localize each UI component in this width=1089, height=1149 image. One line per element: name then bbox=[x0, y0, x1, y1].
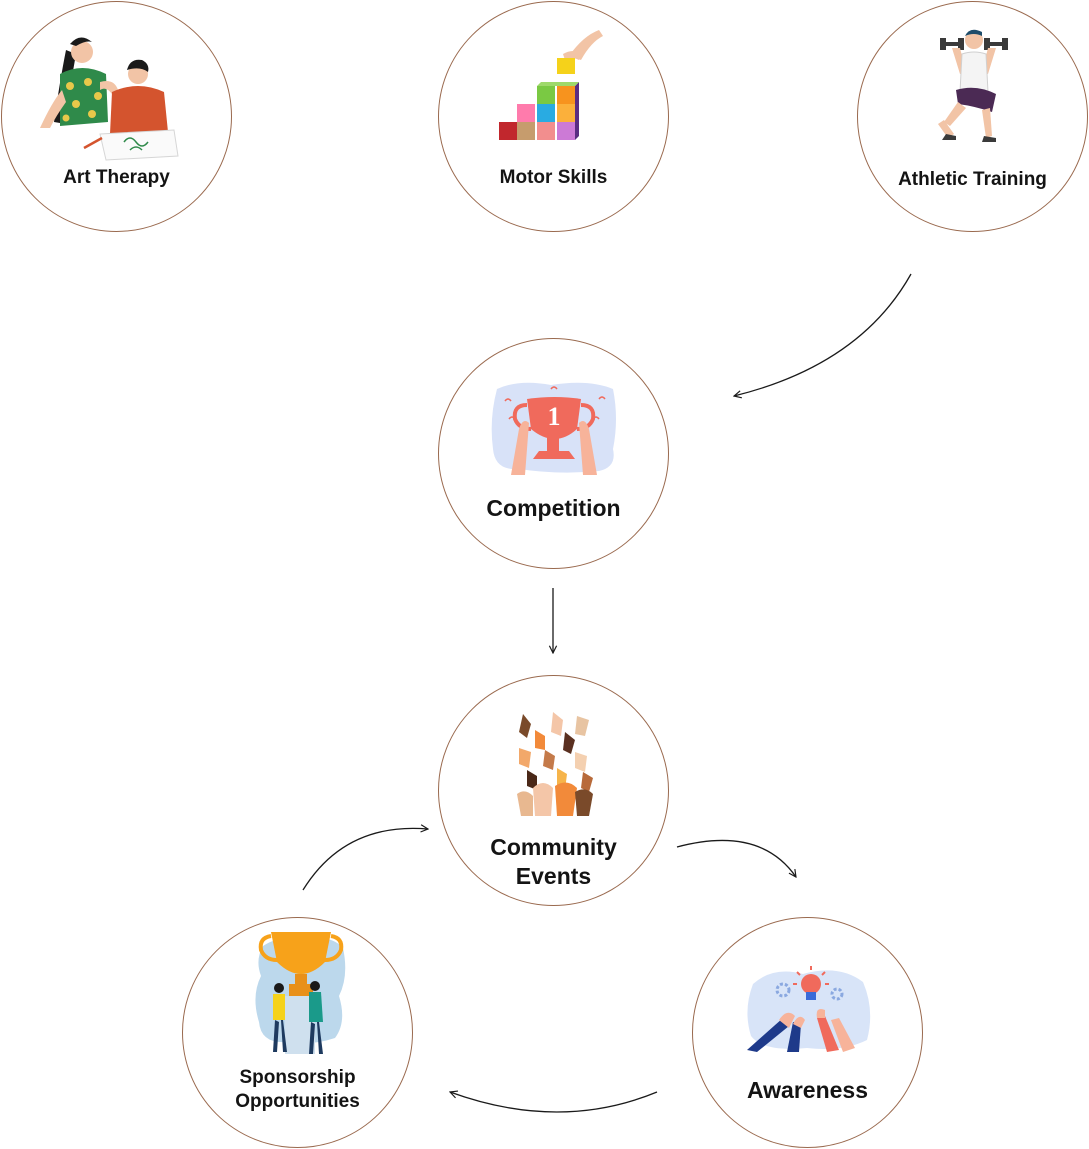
lightbulb-hands-illustration bbox=[747, 966, 871, 1052]
node-label: Motor Skills bbox=[499, 167, 608, 188]
node-label: Athletic Training bbox=[898, 169, 1047, 190]
trophy-hands-illustration: 1 bbox=[491, 382, 616, 475]
node-label: Community Events bbox=[490, 834, 617, 889]
node-art-therapy: Art Therapy bbox=[1, 1, 232, 232]
arrow-athletic-to-competition bbox=[734, 273, 912, 396]
dumbbell-squat-illustration bbox=[938, 29, 1008, 142]
node-community-events: Community Events bbox=[438, 675, 669, 906]
node-awareness: Awareness bbox=[692, 917, 923, 1148]
art-therapy-illustration bbox=[40, 37, 179, 161]
arrow-community-to-awareness bbox=[676, 839, 796, 877]
node-competition: 1 Competition bbox=[438, 338, 669, 569]
node-label: Awareness bbox=[746, 1077, 869, 1103]
stacking-blocks-illustration bbox=[499, 30, 603, 140]
raised-hands-illustration bbox=[517, 712, 593, 816]
arrow-awareness-to-sponsorship bbox=[450, 1092, 658, 1113]
node-label: Art Therapy bbox=[63, 167, 170, 188]
trophy-people-illustration bbox=[255, 932, 346, 1054]
node-label: Competition bbox=[486, 495, 621, 521]
svg-text:1: 1 bbox=[548, 402, 561, 431]
node-athletic-training: Athletic Training bbox=[857, 1, 1088, 232]
arrow-sponsorship-to-community bbox=[302, 828, 428, 891]
node-motor-skills: Motor Skills bbox=[438, 1, 669, 232]
node-label: Sponsorship Opportunities bbox=[235, 1067, 360, 1112]
node-sponsorship-opportunities: Sponsorship Opportunities bbox=[182, 917, 413, 1148]
